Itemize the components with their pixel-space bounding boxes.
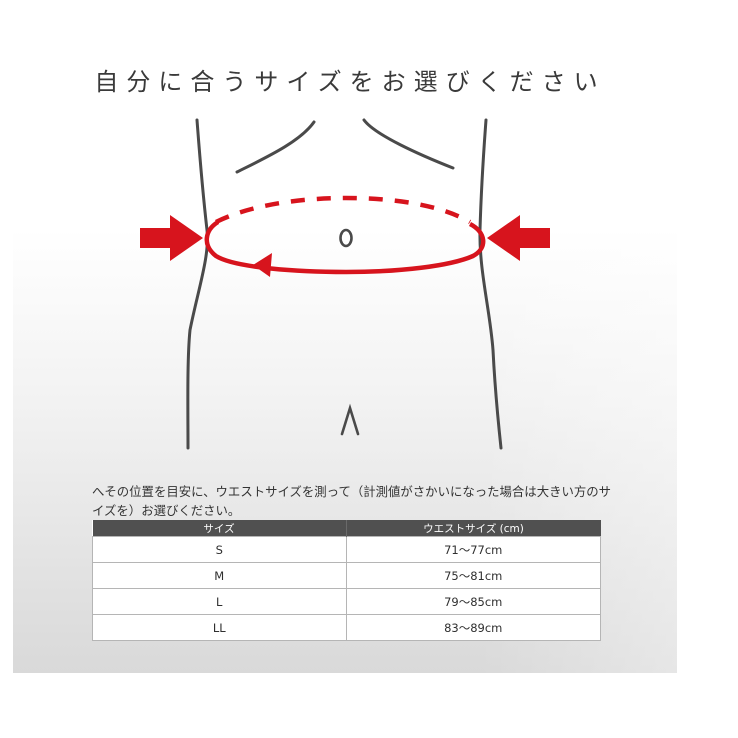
page-title: 自分に合うサイズをお選びください: [94, 68, 606, 97]
header-waist: ウエストサイズ (cm): [345, 520, 601, 537]
waist-cell: 71～77cm: [345, 536, 601, 563]
direction-arrow-icon: [253, 253, 272, 277]
size-cell: M: [92, 562, 347, 589]
table-row: L 79～85cm: [92, 588, 601, 615]
left-arrow-icon: [140, 215, 203, 261]
header-size: サイズ: [92, 520, 346, 537]
right-arrow-icon: [487, 215, 550, 261]
waist-cell: 79～85cm: [345, 588, 601, 615]
table-row: LL 83～89cm: [92, 614, 601, 641]
torso-outline: [186, 118, 503, 450]
navel-icon: [339, 228, 353, 248]
waist-measurement-illustration: [140, 118, 550, 450]
waist-cell: 83～89cm: [345, 614, 601, 641]
table-row: S 71～77cm: [92, 536, 601, 563]
size-cell: L: [92, 588, 347, 615]
size-table: サイズ ウエストサイズ (cm) S 71～77cm M 75～81cm L 7…: [92, 520, 601, 641]
table-row: M 75～81cm: [92, 562, 601, 589]
size-cell: LL: [92, 614, 347, 641]
table-header-row: サイズ ウエストサイズ (cm): [92, 520, 601, 537]
measurement-tape: [204, 195, 486, 275]
instruction-text: へその位置を目安に、ウエストサイズを測って（計測値がさかいになった場合は大きい方…: [92, 484, 612, 519]
waist-cell: 75～81cm: [345, 562, 601, 589]
groin-mark: [340, 403, 360, 436]
size-cell: S: [92, 536, 347, 563]
